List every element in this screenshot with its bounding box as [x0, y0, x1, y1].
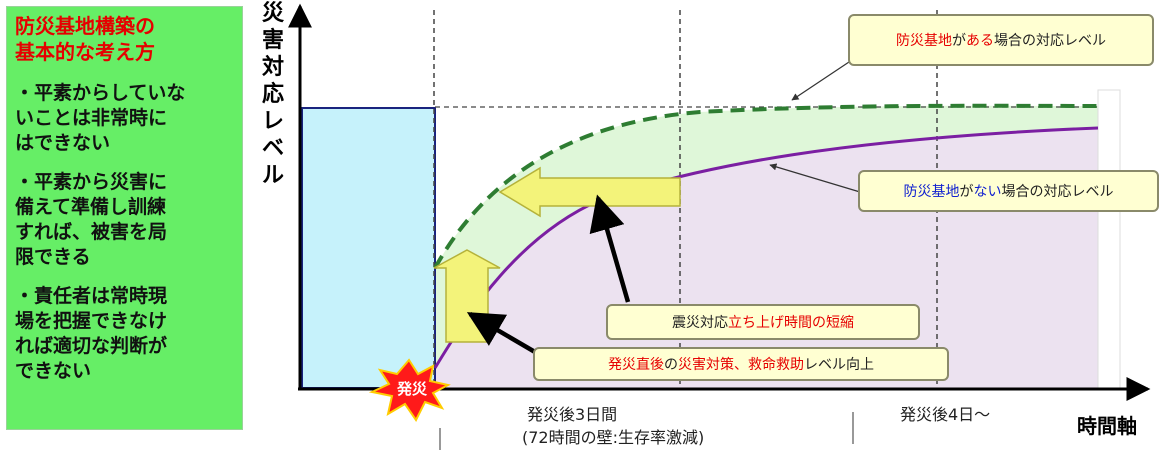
y-axis-label: 災害対応レベル [261, 1, 284, 188]
pointer-improve [466, 312, 537, 354]
callout-improve: 発災直後の災害対策、救命救助レベル向上 [533, 347, 949, 381]
callout-with-base-mid: が [952, 33, 966, 49]
callout-improve-red1: 発災直後 [608, 357, 664, 373]
panel-item-1: ・平素からしていな いことは非常時に はできない [15, 82, 186, 154]
callout-improve-mid: の [664, 357, 678, 373]
callout-with-base: 防災基地がある場合の対応レベル [848, 14, 1154, 66]
baseline-box [301, 107, 436, 389]
right-end-block [1097, 89, 1121, 389]
callout-without-base-blue1: 防災基地 [903, 184, 960, 200]
x-label-72-hours: (72時間の壁:生存率激減) [522, 428, 705, 447]
callout-without-base-blue2: ない [973, 184, 1002, 200]
callout-with-base-red2: ある [966, 33, 994, 49]
callout-improve-red2: 災害対策、救命救助 [678, 357, 804, 373]
panel-title: 防災基地構築の 基本的な考え方 [15, 14, 155, 64]
left-arrow [498, 166, 681, 218]
callout-shorten-pre: 震災対応 [672, 315, 728, 331]
pointer-shorten [589, 194, 631, 303]
band-improvement [435, 105, 1098, 369]
callout-without-base-post: 場合の対応レベル [1001, 184, 1114, 200]
panel-item-2: ・平素から災害に 備えて準備し訓練 すれば、被害を局 限できる [15, 171, 168, 268]
curve-with-base [433, 103, 1099, 269]
callout-improve-post: レベル向上 [804, 357, 874, 373]
callout-shorten-red: 立ち上げ時間の短縮 [728, 315, 854, 331]
disaster-label: 発災 [396, 380, 427, 398]
x-label-four-days: 発災後4日～ [900, 405, 991, 424]
disaster-burst-icon [368, 358, 451, 422]
callout-with-base-post: 場合の対応レベル [994, 33, 1106, 49]
x-axis-title: 時間軸 [1077, 414, 1137, 438]
concept-panel: 防災基地構築の 基本的な考え方 ・平素からしていな いことは非常時に はできない… [6, 6, 243, 430]
callout-without-base-mid: が [959, 184, 974, 200]
panel-item-3: ・責任者は常時現 場を把握できなけ れば適切な判断が できない [15, 285, 168, 382]
callout-shorten: 震災対応立ち上げ時間の短縮 [606, 304, 920, 340]
x-label-three-days: 発災後3日間 [527, 405, 618, 424]
callout-with-base-red1: 防災基地 [896, 33, 952, 49]
pointer-without-base [769, 163, 861, 193]
callout-without-base: 防災基地がない場合の対応レベル [858, 170, 1159, 212]
